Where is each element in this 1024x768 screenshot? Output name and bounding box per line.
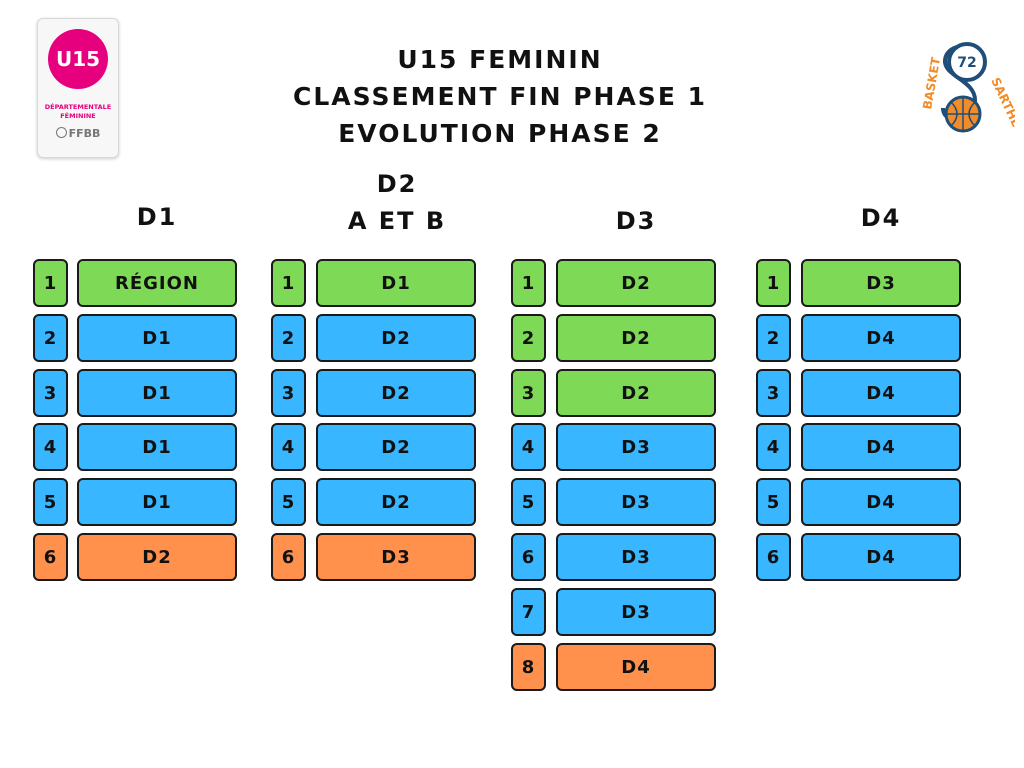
- destination-cell: D2: [316, 369, 476, 417]
- rank-cell: 1: [271, 259, 306, 307]
- destination-cell: D4: [556, 643, 716, 691]
- logo-number: 72: [957, 55, 976, 71]
- basketball-icon: [55, 127, 67, 138]
- rank-cell: 1: [33, 259, 68, 307]
- destination-cell: D4: [801, 533, 961, 581]
- rank-cell: 5: [271, 478, 306, 526]
- rank-cell: 2: [756, 314, 791, 362]
- title-line-1: U15 FEMININ: [397, 45, 603, 74]
- rank-cell: 5: [756, 478, 791, 526]
- destination-cell: D4: [801, 314, 961, 362]
- rank-cell: 2: [271, 314, 306, 362]
- rank-cell: 5: [511, 478, 546, 526]
- destination-cell: D2: [316, 423, 476, 471]
- ffbb-brand: FFBB: [38, 127, 118, 140]
- destination-cell: D3: [556, 588, 716, 636]
- rank-cell: 1: [511, 259, 546, 307]
- logo-word-basket: BASKET: [920, 55, 943, 110]
- column-header-d4: D4: [860, 204, 902, 232]
- destination-cell: D4: [801, 423, 961, 471]
- rank-cell: 1: [756, 259, 791, 307]
- destination-cell: D1: [77, 369, 237, 417]
- rank-cell: 2: [33, 314, 68, 362]
- rank-cell: 6: [33, 533, 68, 581]
- u15-badge: U15: [48, 29, 108, 89]
- basket-sarthe-logo: 72 BASKET SARTHE: [905, 30, 1023, 150]
- rank-cell: 6: [511, 533, 546, 581]
- rank-cell: 2: [511, 314, 546, 362]
- destination-cell: D2: [316, 314, 476, 362]
- destination-cell: D3: [556, 533, 716, 581]
- basket-sarthe-emblem: 72 BASKET SARTHE: [920, 42, 1023, 133]
- column-header-d3: D3: [615, 207, 657, 235]
- rank-cell: 6: [271, 533, 306, 581]
- column-header-d2: D2: [376, 170, 418, 198]
- rank-cell: 7: [511, 588, 546, 636]
- destination-cell: RÉGION: [77, 259, 237, 307]
- destination-cell: D3: [556, 478, 716, 526]
- destination-cell: D4: [801, 369, 961, 417]
- rank-cell: 6: [756, 533, 791, 581]
- destination-cell: D3: [556, 423, 716, 471]
- destination-cell: D4: [801, 478, 961, 526]
- destination-cell: D3: [316, 533, 476, 581]
- logo-word-sarthe: SARTHE: [988, 75, 1015, 129]
- logo-line-feminine: FÉMININE: [60, 112, 96, 120]
- destination-cell: D2: [316, 478, 476, 526]
- destination-cell: D3: [801, 259, 961, 307]
- destination-cell: D2: [556, 314, 716, 362]
- logo-line-departementale: DÉPARTEMENTALE: [44, 103, 112, 111]
- rank-cell: 3: [756, 369, 791, 417]
- destination-cell: D2: [77, 533, 237, 581]
- destination-cell: D1: [316, 259, 476, 307]
- destination-cell: D2: [556, 259, 716, 307]
- rank-cell: 4: [511, 423, 546, 471]
- rank-cell: 3: [271, 369, 306, 417]
- rank-cell: 3: [33, 369, 68, 417]
- destination-cell: D2: [556, 369, 716, 417]
- title-line-3: EVOLUTION PHASE 2: [338, 119, 662, 148]
- rank-cell: 3: [511, 369, 546, 417]
- rank-cell: 5: [33, 478, 68, 526]
- title-line-2: CLASSEMENT FIN PHASE 1: [292, 82, 707, 111]
- u15-departementale-logo: U15 DÉPARTEMENTALE FÉMININE FFBB: [37, 18, 119, 158]
- rank-cell: 8: [511, 643, 546, 691]
- rank-cell: 4: [33, 423, 68, 471]
- rank-cell: 4: [756, 423, 791, 471]
- destination-cell: D1: [77, 478, 237, 526]
- column-header-d2-sub: A ET B: [347, 207, 447, 235]
- rank-cell: 4: [271, 423, 306, 471]
- column-header-d1: D1: [136, 203, 178, 231]
- destination-cell: D1: [77, 314, 237, 362]
- destination-cell: D1: [77, 423, 237, 471]
